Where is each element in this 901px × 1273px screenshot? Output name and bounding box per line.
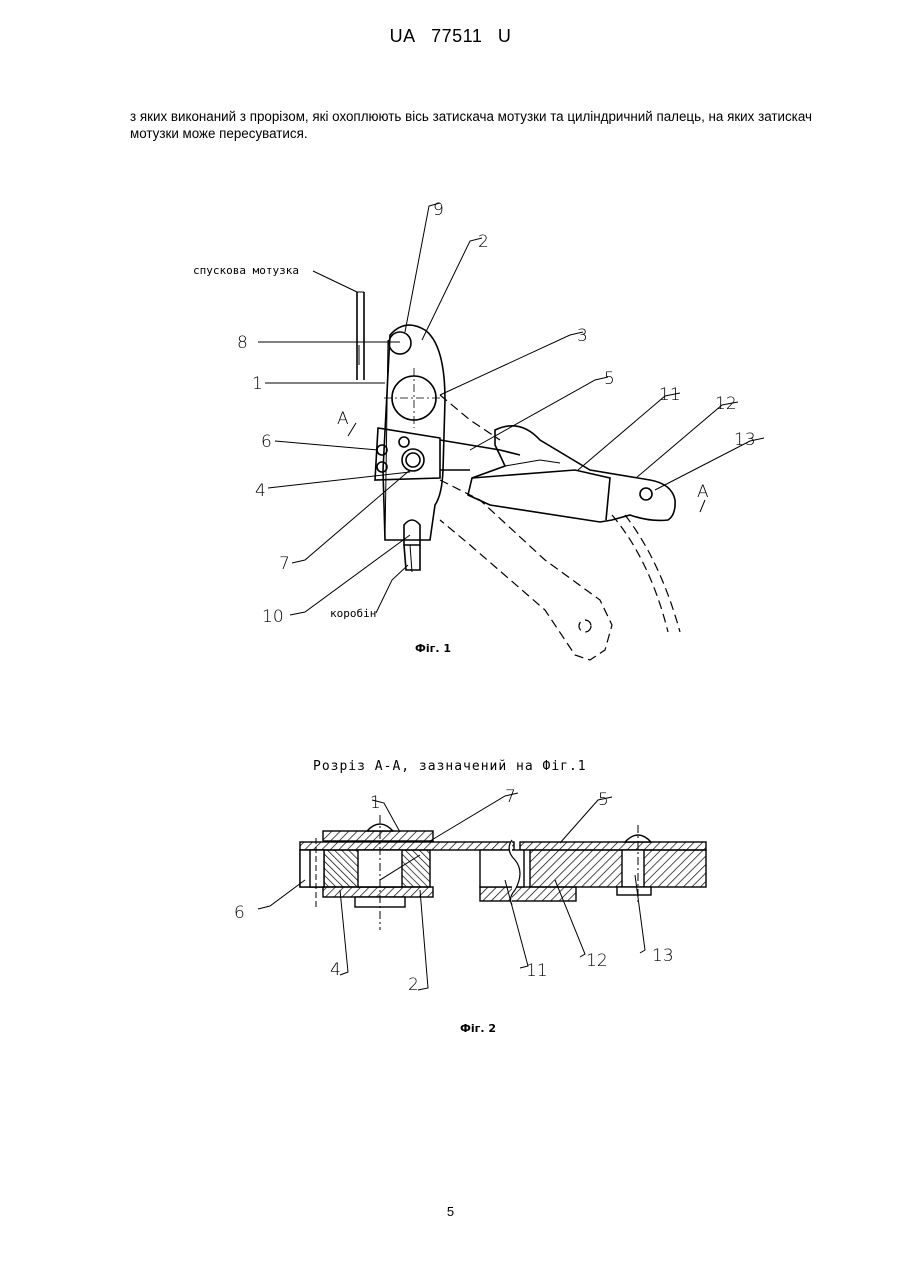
fig2-num-12: 12	[586, 951, 608, 971]
fig2-num-1: 1	[370, 793, 381, 813]
fig2-num-6: 6	[234, 903, 245, 923]
fig2-num-4: 4	[330, 960, 341, 980]
fig2-num-5: 5	[598, 790, 609, 810]
figure-2-drawing: Розріз А-А, зазначений на Фіг.1 1 7 5 6 …	[0, 0, 901, 1100]
figure-2-caption: Фіг. 2	[460, 1022, 496, 1035]
figure-2-title: Розріз А-А, зазначений на Фіг.1	[313, 759, 587, 774]
fig2-num-11: 11	[526, 961, 548, 981]
fig2-num-13: 13	[652, 946, 674, 966]
page-number: 5	[0, 1204, 901, 1219]
fig2-num-7: 7	[505, 787, 516, 807]
fig2-num-2: 2	[408, 975, 419, 995]
